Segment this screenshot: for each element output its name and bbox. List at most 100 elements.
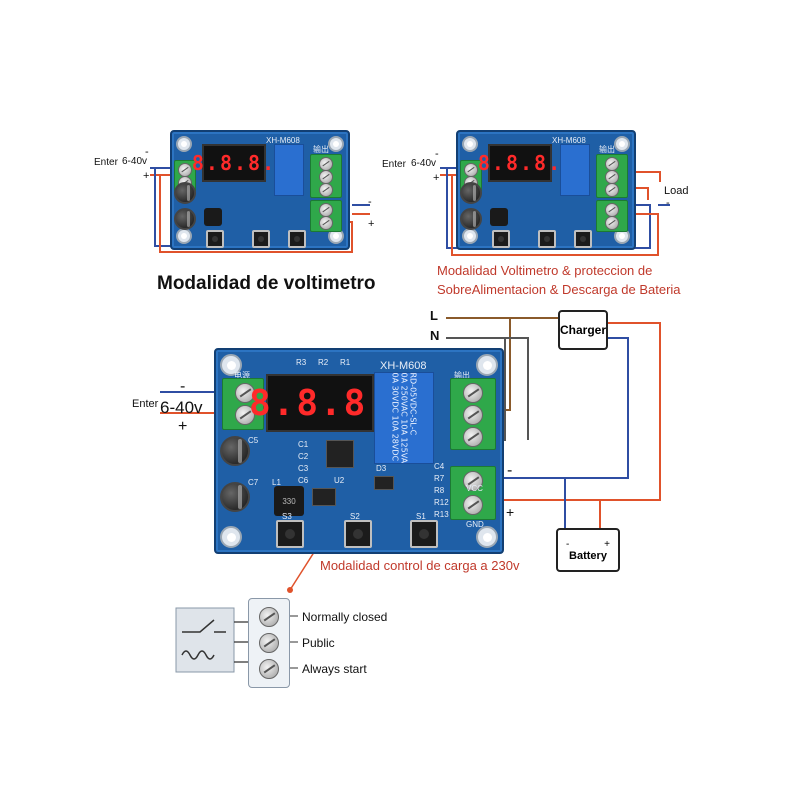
relay-terminal-legend bbox=[248, 598, 290, 688]
battery-terminal bbox=[310, 200, 342, 232]
com-screw bbox=[259, 633, 279, 653]
output-terminal bbox=[596, 154, 628, 198]
top-right-out-minus: - bbox=[666, 197, 670, 209]
silk-r13: R13 bbox=[434, 510, 449, 519]
led-display: 8.8.8. bbox=[478, 144, 560, 182]
diode-chip bbox=[374, 476, 394, 490]
silk-gnd: GND bbox=[466, 520, 484, 529]
capacitor bbox=[460, 182, 482, 204]
regulator-chip bbox=[312, 488, 336, 506]
battery-terminal bbox=[596, 200, 628, 232]
button-s3[interactable] bbox=[276, 520, 304, 548]
microcontroller-chip bbox=[326, 440, 354, 468]
mounting-hole bbox=[614, 136, 630, 152]
silk-s2: S2 bbox=[350, 512, 360, 521]
top-right-range-label: 6-40v bbox=[411, 158, 437, 169]
button-s2[interactable] bbox=[344, 520, 372, 548]
top-left-input-plus: + bbox=[143, 170, 150, 182]
silk-l1: L1 bbox=[272, 478, 281, 487]
main-caption: Modalidad control de carga a 230v bbox=[320, 558, 520, 573]
top-right-input-plus: + bbox=[433, 172, 440, 184]
silk-c6: C6 bbox=[298, 476, 309, 485]
relay: SRD-05VDC-SL-C 10A 250VAC 10A 125VAC 10A… bbox=[374, 372, 434, 464]
legend-normally-closed: Normally closed bbox=[302, 610, 388, 624]
inductor bbox=[204, 208, 222, 226]
silk-u2: U2 bbox=[334, 476, 345, 485]
silk-s3: S3 bbox=[282, 512, 292, 521]
top-right-enter-label: Enter bbox=[382, 159, 406, 170]
top-right-caption-line2: SobreAlimentacion & Descarga de Bateria bbox=[437, 282, 681, 297]
battery-box: - + Battery bbox=[556, 528, 620, 572]
main-out-minus: - bbox=[507, 462, 513, 479]
silk-r12: R12 bbox=[434, 498, 449, 507]
push-button[interactable] bbox=[252, 230, 270, 248]
silk-d3: D3 bbox=[376, 464, 387, 473]
mounting-hole bbox=[462, 228, 478, 244]
output-terminal bbox=[310, 154, 342, 198]
top-right-board: XH-M608 8.8.8. 输出 bbox=[456, 130, 636, 250]
led-display: 8.8.8. bbox=[249, 374, 389, 432]
main-input-minus: - bbox=[180, 378, 186, 395]
line-n-label: N bbox=[430, 328, 440, 343]
push-button[interactable] bbox=[492, 230, 510, 248]
board-name: XH-M608 bbox=[552, 136, 586, 145]
capacitor-c5 bbox=[220, 436, 250, 466]
inductor-l1: 330 bbox=[274, 486, 304, 516]
mounting-hole bbox=[176, 228, 192, 244]
output-terminal-label: 输出 bbox=[599, 145, 615, 154]
push-button[interactable] bbox=[574, 230, 592, 248]
silk-c7: C7 bbox=[248, 478, 259, 487]
mounting-hole bbox=[176, 136, 192, 152]
output-terminal bbox=[450, 378, 496, 450]
input-terminal-label: 电源 bbox=[234, 371, 250, 380]
battery-terminal bbox=[450, 466, 496, 520]
led-display: 8.8.8. bbox=[192, 144, 274, 182]
silk-c3: C3 bbox=[298, 464, 309, 473]
output-terminal-label: 输出 bbox=[313, 145, 329, 154]
button-s1[interactable] bbox=[410, 520, 438, 548]
silk-s1: S1 bbox=[416, 512, 426, 521]
top-left-enter-label: Enter bbox=[94, 157, 118, 168]
board-name: XH-M608 bbox=[266, 136, 300, 145]
relay-model-text: SRD-05VDC-SL-C bbox=[408, 372, 418, 436]
top-left-out-minus: - bbox=[368, 196, 372, 208]
top-right-input-minus: - bbox=[435, 148, 439, 160]
no-screw bbox=[259, 659, 279, 679]
battery-label: Battery bbox=[569, 549, 607, 562]
main-input-plus: + bbox=[178, 418, 188, 435]
push-button[interactable] bbox=[538, 230, 556, 248]
battery-plus-terminal: + bbox=[604, 538, 610, 550]
top-left-input-minus: - bbox=[145, 146, 149, 158]
input-terminal bbox=[222, 378, 264, 430]
top-right-caption-line1: Modalidad Voltimetro & proteccion de bbox=[437, 263, 653, 278]
legend-always-start: Always start bbox=[302, 662, 367, 676]
top-left-board: XH-M608 8.8.8. 输出 bbox=[170, 130, 350, 250]
board-name: XH-M608 bbox=[380, 360, 427, 372]
capacitor bbox=[174, 182, 196, 204]
silk-r3: R3 bbox=[296, 358, 307, 367]
mounting-hole bbox=[328, 136, 344, 152]
top-left-range-label: 6-40v bbox=[122, 156, 148, 167]
relay-legend-diagram bbox=[175, 607, 298, 673]
silk-c4: C4 bbox=[434, 462, 445, 471]
push-button[interactable] bbox=[206, 230, 224, 248]
relay bbox=[274, 144, 304, 196]
mounting-hole bbox=[476, 354, 498, 376]
mounting-hole bbox=[220, 354, 242, 376]
silk-r1: R1 bbox=[340, 358, 351, 367]
silk-r7: R7 bbox=[434, 474, 445, 483]
line-l-label: L bbox=[430, 308, 438, 323]
battery-minus-terminal: - bbox=[566, 538, 570, 550]
silk-r8: R8 bbox=[434, 486, 445, 495]
relay bbox=[560, 144, 590, 196]
main-board: XH-M608 R3 R2 R1 电源 8.8.8. SRD-05VDC-SL-… bbox=[214, 348, 504, 554]
main-enter-label: Enter bbox=[132, 398, 159, 410]
legend-public: Public bbox=[302, 636, 335, 650]
push-button[interactable] bbox=[288, 230, 306, 248]
main-out-plus: + bbox=[506, 504, 515, 520]
top-left-out-plus: + bbox=[368, 218, 375, 230]
mounting-hole bbox=[220, 526, 242, 548]
charger-box: Charger bbox=[558, 310, 608, 350]
capacitor bbox=[460, 208, 482, 230]
mounting-hole bbox=[476, 526, 498, 548]
